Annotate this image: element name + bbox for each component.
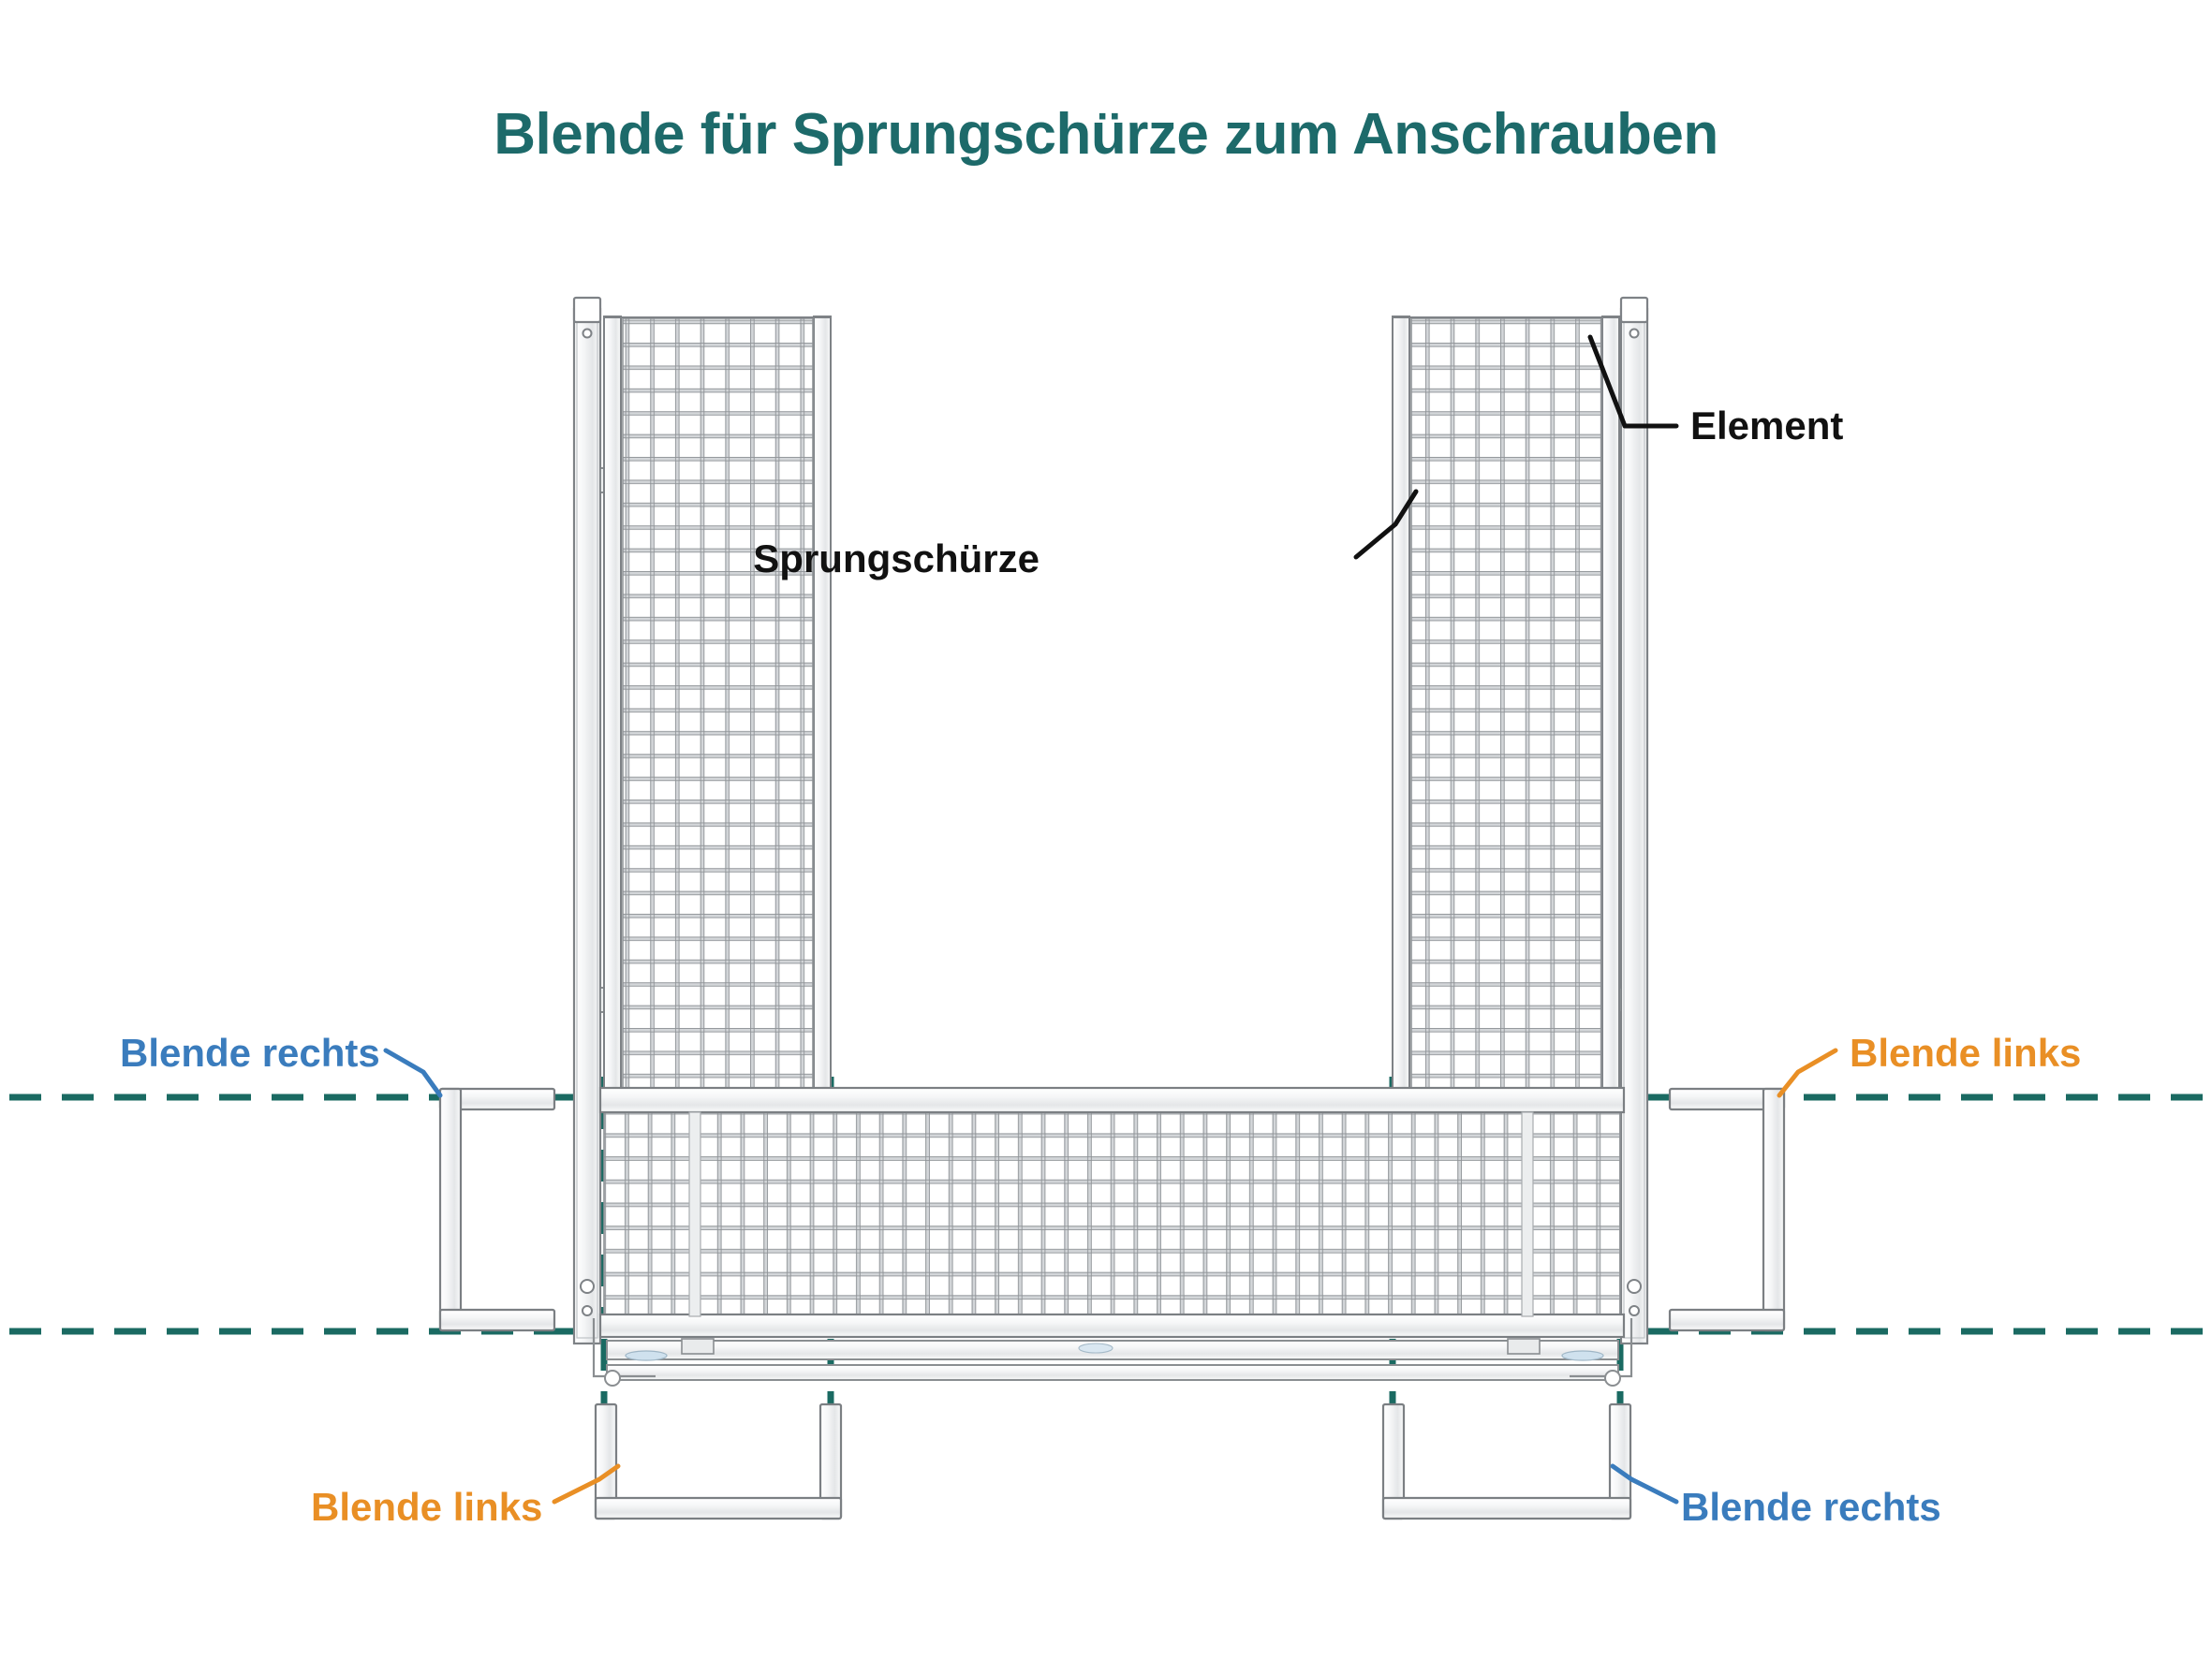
leader-blende-links-bottom-line: [552, 1463, 621, 1505]
callout-blende-rechts-left: Blende rechts: [120, 1031, 380, 1075]
skirt-panel-left: [603, 316, 832, 1096]
bracket-left-blende-rechts: [438, 1087, 556, 1332]
callout-blende-rechts-bottom: Blende rechts: [1681, 1485, 1941, 1529]
bracket-right-blende-links: [1668, 1087, 1786, 1332]
leader-blende-links-right-line: [1777, 1048, 1838, 1098]
callout-sprungschuerze: Sprungschürze: [753, 536, 1040, 580]
leader-lines: [383, 334, 1838, 1505]
post-left: [572, 296, 612, 1345]
callout-blende-links-bottom: Blende links: [311, 1485, 543, 1529]
skirt-panel-right: [1392, 316, 1620, 1096]
page-title: Blende für Sprungschürze zum Anschrauben: [494, 102, 1718, 167]
bracket-bottom-left-blende-links: [594, 1402, 843, 1520]
leader-blende-rechts-left-line: [383, 1048, 443, 1098]
bottom-mesh-panel: [580, 1086, 1642, 1387]
callout-blende-links-right: Blende links: [1850, 1031, 2082, 1075]
leader-element-line: [1587, 334, 1679, 429]
leader-blende-rechts-bottom-line: [1610, 1463, 1679, 1505]
leader-sprungschuerze-line: [1353, 489, 1419, 560]
callout-element: Element: [1690, 404, 1844, 448]
post-right: [1609, 296, 1649, 1345]
bracket-bottom-right-blende-rechts: [1381, 1402, 1632, 1520]
